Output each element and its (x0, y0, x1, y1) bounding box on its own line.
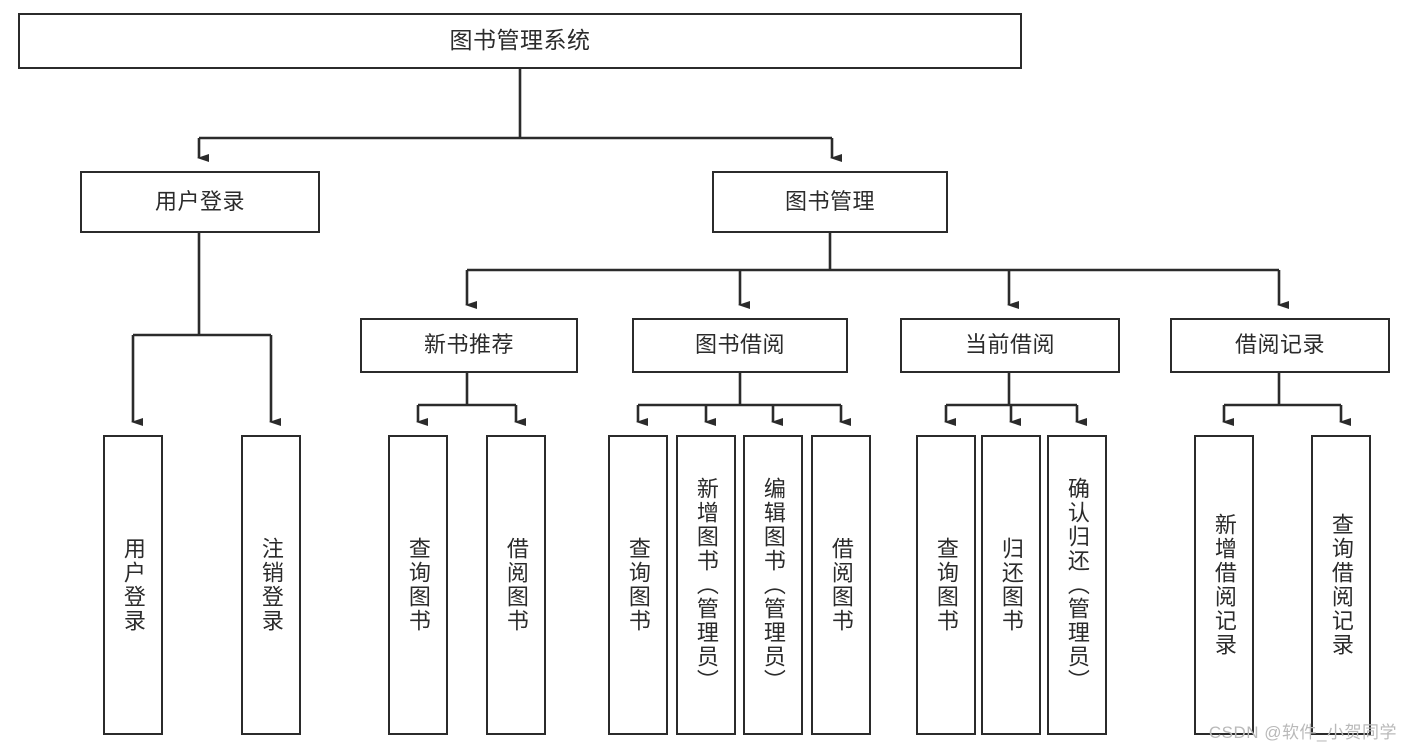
leaf-label: 新增图书（管理员） (693, 477, 719, 693)
leaf-user-login-logout[interactable]: 注销登录 (241, 435, 301, 735)
leaf-new-book-query[interactable]: 查询图书 (388, 435, 448, 735)
leaf-book-borrow-borrow[interactable]: 借阅图书 (811, 435, 871, 735)
node-book-management[interactable]: 图书管理 (712, 171, 948, 233)
node-book-borrow[interactable]: 图书借阅 (632, 318, 848, 373)
leaf-user-login-login[interactable]: 用户登录 (103, 435, 163, 735)
leaf-label: 归还图书 (998, 537, 1024, 633)
leaf-label: 查询图书 (625, 537, 651, 633)
leaf-current-borrow-query[interactable]: 查询图书 (916, 435, 976, 735)
leaf-label: 编辑图书（管理员） (760, 477, 786, 693)
leaf-label: 注销登录 (258, 537, 284, 633)
leaf-new-book-borrow[interactable]: 借阅图书 (486, 435, 546, 735)
leaf-book-borrow-query[interactable]: 查询图书 (608, 435, 668, 735)
leaf-borrow-record-add[interactable]: 新增借阅记录 (1194, 435, 1254, 735)
leaf-book-borrow-add[interactable]: 新增图书（管理员） (676, 435, 736, 735)
leaf-label: 查询图书 (933, 537, 959, 633)
leaf-current-borrow-return[interactable]: 归还图书 (981, 435, 1041, 735)
leaf-label: 新增借阅记录 (1211, 513, 1237, 657)
leaf-label: 借阅图书 (503, 537, 529, 633)
leaf-label: 用户登录 (120, 537, 146, 633)
node-new-book-recommend[interactable]: 新书推荐 (360, 318, 578, 373)
leaf-label: 借阅图书 (828, 537, 854, 633)
leaf-label: 查询借阅记录 (1328, 513, 1354, 657)
leaf-label: 确认归还（管理员） (1064, 477, 1090, 693)
node-borrow-record[interactable]: 借阅记录 (1170, 318, 1390, 373)
leaf-label: 查询图书 (405, 537, 431, 633)
watermark-text: CSDN @软件_小贺同学 (1208, 723, 1397, 742)
leaf-book-borrow-edit[interactable]: 编辑图书（管理员） (743, 435, 803, 735)
node-current-borrow[interactable]: 当前借阅 (900, 318, 1120, 373)
leaf-borrow-record-query[interactable]: 查询借阅记录 (1311, 435, 1371, 735)
leaf-current-borrow-confirm-return[interactable]: 确认归还（管理员） (1047, 435, 1107, 735)
node-user-login[interactable]: 用户登录 (80, 171, 320, 233)
node-root-system[interactable]: 图书管理系统 (18, 13, 1022, 69)
